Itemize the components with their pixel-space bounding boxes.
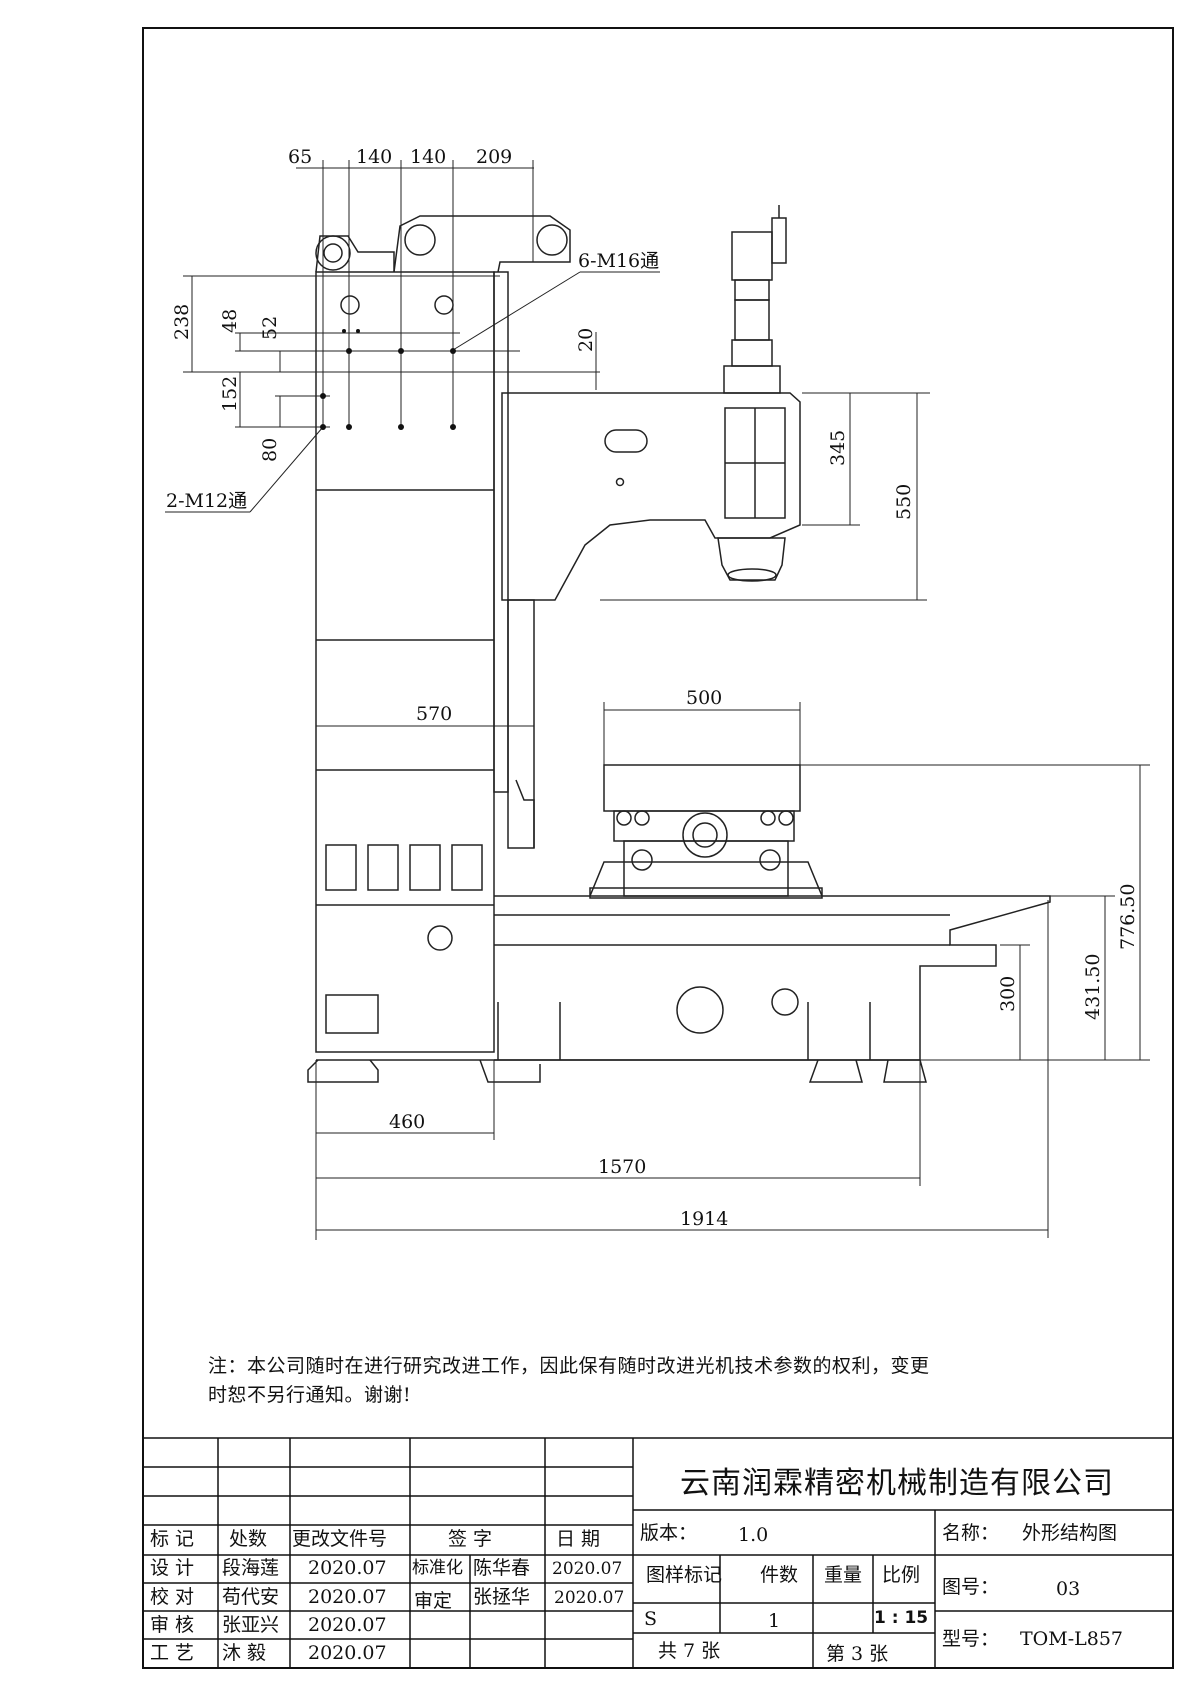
dim-20: 20 [575, 328, 597, 352]
role-review: 审 核 [150, 1614, 195, 1636]
dim-48: 48 [219, 309, 241, 333]
header-count: 处数 [229, 1528, 268, 1550]
drawing-border [142, 27, 1174, 1669]
dim-345: 345 [827, 430, 849, 466]
approval-name: 张拯华 [473, 1586, 531, 1608]
model-value: TOM-L857 [1020, 1628, 1124, 1650]
date-process: 2020.07 [308, 1642, 387, 1664]
sheet-number: 第 3 张 [826, 1643, 889, 1665]
name-design: 段海莲 [222, 1557, 280, 1579]
mark-value: S [644, 1608, 658, 1630]
dim-500: 500 [686, 687, 722, 709]
dim-570: 570 [416, 703, 452, 725]
header-change-doc: 更改文件号 [292, 1528, 388, 1550]
pieces-value: 1 [768, 1610, 781, 1632]
dim-300: 300 [997, 976, 1019, 1012]
machine-body [307, 205, 1051, 1083]
total-sheets: 共 7 张 [658, 1640, 721, 1662]
drawing-no-label: 图号： [942, 1576, 1000, 1598]
dim-238: 238 [171, 304, 193, 340]
header-signature: 签 字 [448, 1528, 493, 1550]
dim-140-b: 140 [410, 146, 446, 168]
dim-776-50: 776.50 [1117, 884, 1139, 950]
date-check: 2020.07 [308, 1586, 387, 1608]
dim-152: 152 [219, 376, 241, 412]
name-process: 沐 毅 [222, 1642, 267, 1664]
callout-6-m16: 6-M16通 [578, 250, 659, 272]
note-line-2: 时恕不另行通知。谢谢! [208, 1384, 412, 1406]
weight-label: 重量 [824, 1564, 863, 1586]
drawing-mark-label: 图样标记 [646, 1564, 723, 1586]
name-value: 外形结构图 [1022, 1522, 1118, 1544]
dim-460: 460 [389, 1111, 425, 1133]
approval-label: 审定 [414, 1590, 453, 1612]
drawing-no-value: 03 [1056, 1578, 1081, 1600]
version-value: 1.0 [738, 1524, 769, 1546]
dim-431-50: 431.50 [1082, 954, 1104, 1020]
role-check: 校 对 [150, 1586, 195, 1608]
dim-52: 52 [259, 316, 281, 340]
dim-65: 65 [288, 146, 312, 168]
role-design: 设 计 [150, 1557, 195, 1579]
name-review: 张亚兴 [222, 1614, 280, 1636]
dim-80: 80 [259, 438, 281, 462]
dim-1570: 1570 [598, 1156, 646, 1178]
dim-1914: 1914 [680, 1208, 728, 1230]
date-review: 2020.07 [308, 1614, 387, 1636]
title-block-grid [142, 1437, 1174, 1669]
name-label: 名称： [942, 1522, 1000, 1544]
dim-140-a: 140 [356, 146, 392, 168]
role-process: 工 艺 [150, 1642, 195, 1664]
company-name: 云南润霖精密机械制造有限公司 [680, 1466, 1114, 1501]
dim-550: 550 [893, 484, 915, 520]
model-label: 型号： [942, 1628, 1000, 1650]
hole-pattern [320, 329, 456, 430]
standardization-name: 陈华春 [473, 1557, 531, 1579]
note-line-1: 注：本公司随时在进行研究改进工作，因此保有随时改进光机技术参数的权利，变更 [208, 1355, 930, 1377]
disclaimer-note: 注：本公司随时在进行研究改进工作，因此保有随时改进光机技术参数的权利，变更 时恕… [208, 1352, 1088, 1410]
callout-2-m12: 2-M12通 [166, 490, 247, 512]
scale-label: 比例 [882, 1564, 921, 1586]
dimension-lines [165, 160, 1150, 1240]
standardization-label: 标准化 [412, 1558, 463, 1578]
date-design: 2020.07 [308, 1557, 387, 1579]
pieces-label: 件数 [760, 1564, 799, 1586]
version-label: 版本： [640, 1522, 698, 1544]
header-date: 日 期 [556, 1528, 601, 1550]
dimension-labels: 65 140 140 209 238 48 52 152 80 20 345 5… [166, 146, 1139, 1230]
header-mark: 标 记 [150, 1528, 195, 1550]
dim-209: 209 [476, 146, 512, 168]
standardization-date: 2020.07 [552, 1559, 623, 1579]
approval-date: 2020.07 [554, 1588, 625, 1608]
scale-value: 1 : 15 [874, 1608, 929, 1628]
name-check: 苟代安 [222, 1586, 280, 1608]
